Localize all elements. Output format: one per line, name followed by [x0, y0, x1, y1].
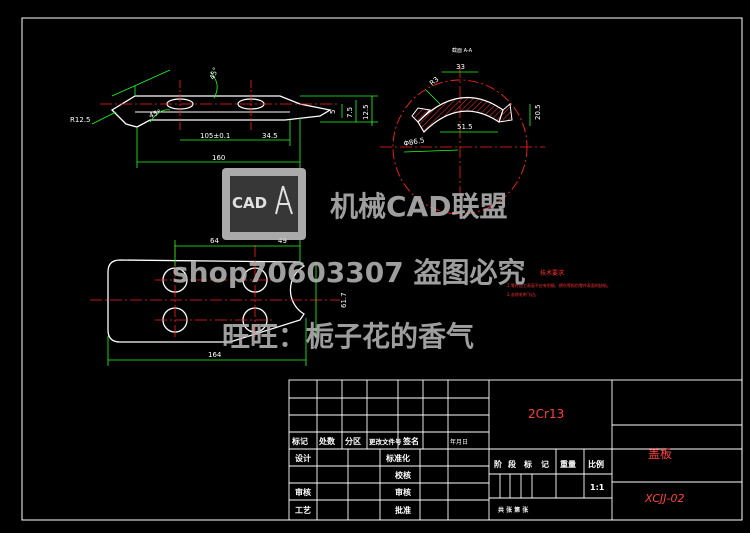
dim-arc-angle2 — [149, 109, 171, 123]
section-dim-dia-leader — [403, 149, 459, 153]
dim-arc-angle1 — [209, 71, 218, 99]
tb-process: 工艺 — [295, 505, 311, 515]
tb-design: 设计 — [295, 453, 311, 463]
plan-dim-top1-text: 64 — [210, 237, 219, 245]
tb-sheet-row: 共 张 第 张 — [498, 506, 529, 514]
tb-approve: 批准 — [395, 505, 411, 515]
side-view: R12.5 105±0.1 34.5 160 5 7.5 12.5 45° 45… — [70, 66, 378, 168]
title-block-border — [288, 379, 743, 521]
watermark: CAD 机械CAD联盟 shop70603307 盗图必究 旺旺：栀子花的香气 — [172, 168, 526, 353]
tb-rev-1: 处数 — [318, 436, 336, 446]
tb-scale-value: 1:1 — [590, 483, 605, 492]
section-flange-right — [498, 103, 513, 123]
watermark-compass-icon — [275, 185, 293, 215]
dim-end-offset: 34.5 — [262, 132, 278, 140]
side-view-outline — [110, 95, 332, 128]
tb-rev-5: 年月日 — [450, 438, 468, 446]
dim-angle2: 45° — [148, 108, 162, 120]
tech-notes: 技术要求 1.零件加工表面不应有划痕、擦伤等损伤零件表面的缺陷。 2.去除毛刺飞… — [507, 269, 611, 297]
tb-stage-2: 标 — [523, 459, 532, 469]
watermark-wangwang: 旺旺：栀子花的香气 — [222, 320, 474, 353]
dim-leader-r — [91, 111, 117, 125]
dim-radius: R12.5 — [70, 116, 90, 124]
tb-stage-3: 记 — [541, 459, 549, 469]
plan-dim-overall-text: 164 — [208, 351, 222, 359]
plan-dim-height-text: 61.7 — [340, 292, 348, 308]
notes-title: 技术要求 — [540, 269, 564, 277]
section-view: 截面 A-A 33 51.5 20.5 Φ86.5 R3 — [380, 47, 545, 218]
tb-stage-0: 阶 — [494, 459, 502, 469]
section-flange-left — [411, 107, 432, 123]
tb-rev-2: 分区 — [345, 436, 361, 446]
notes-line1: 1.零件加工表面不应有划痕、擦伤等损伤零件表面的缺陷。 — [507, 282, 611, 288]
section-dim-inner-text: 51.5 — [457, 123, 473, 131]
tb-review: 审核 — [295, 487, 311, 497]
plan-view: 64 49 61.7 164 — [90, 237, 348, 366]
tb-stage-1: 段 — [508, 459, 516, 469]
dim-hole-span: 105±0.1 — [200, 132, 230, 140]
title-block — [288, 379, 743, 521]
watermark-shop-line: shop70603307 盗图必究 — [172, 256, 526, 289]
tb-rev-0: 标记 — [291, 436, 308, 446]
watermark-logo-text: CAD — [232, 194, 267, 212]
tb-standardize: 标准化 — [385, 453, 410, 463]
watermark-brand: 机械CAD联盟 — [330, 190, 507, 223]
title-block-text: 标记 处数 分区 更改文件号 签名 年月日 设计 标准化 校核 审核 审核 工艺… — [291, 407, 684, 515]
dim-thk2: 7.5 — [346, 107, 354, 118]
tb-drawing-no: XCJJ-02 — [644, 492, 684, 505]
section-dim-r-leader — [425, 89, 441, 105]
dim-thk3: 12.5 — [362, 104, 370, 120]
dim-ext-top2 — [111, 69, 171, 97]
section-dim-height-text: 20.5 — [534, 104, 542, 120]
plan-view-outline — [107, 259, 306, 343]
tb-part-name: 盖板 — [648, 447, 672, 461]
tb-stage-4: 重量 — [560, 459, 576, 469]
dim-overall: 160 — [212, 154, 225, 162]
dim-angle1: 45° — [208, 66, 220, 80]
section-dim-width-text: 33 — [456, 63, 465, 71]
tb-check: 校核 — [395, 470, 411, 480]
dim-thk1: 5 — [329, 110, 337, 114]
tb-rev-3: 更改文件号 — [369, 437, 402, 446]
notes-line2: 2.去除毛刺飞边。 — [507, 291, 539, 297]
tb-rev-4: 签名 — [402, 436, 419, 446]
section-title: 截面 A-A — [452, 47, 473, 54]
section-dim-r-text: R3 — [428, 75, 440, 87]
tb-material: 2Cr13 — [528, 407, 564, 421]
section-dim-dia-text: Φ86.5 — [403, 136, 425, 148]
tb-reviewer2: 审核 — [395, 487, 411, 497]
tb-stage-5: 比例 — [588, 459, 604, 469]
plan-dim-top2-text: 49 — [278, 237, 287, 245]
